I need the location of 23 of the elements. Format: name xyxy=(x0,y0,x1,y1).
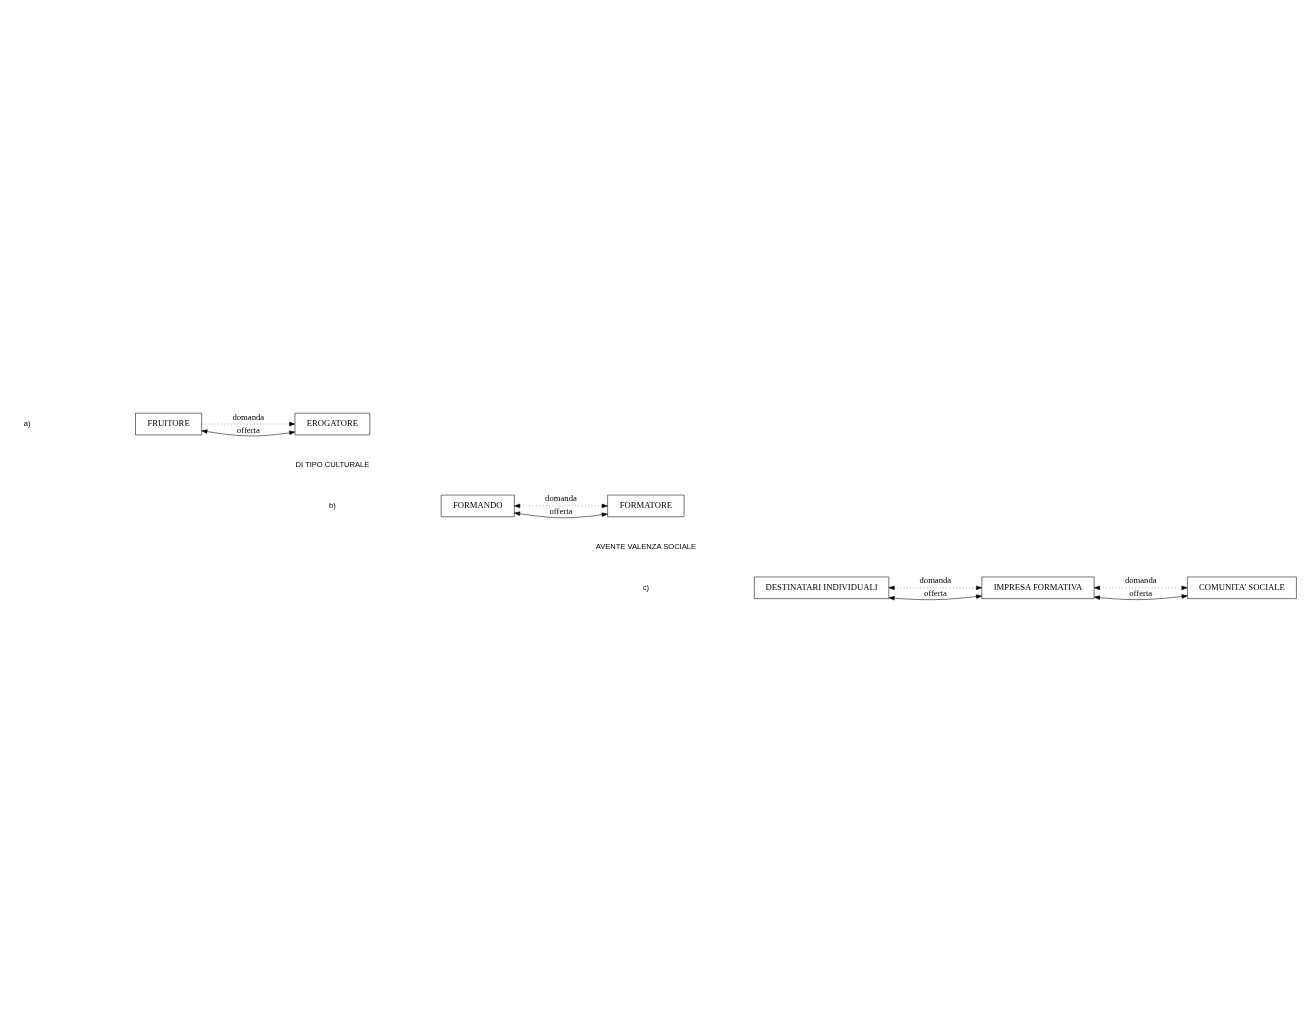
node-box: FRUITORE xyxy=(135,412,202,435)
edge-label: offerta xyxy=(236,424,260,435)
arrow xyxy=(1094,585,1188,590)
edge-label: domanda xyxy=(232,411,265,422)
arrow xyxy=(888,593,983,600)
node-box: DESTINATARI INDIVIDUALI xyxy=(754,576,890,599)
arrow xyxy=(201,421,296,426)
arrow xyxy=(888,585,983,590)
arrow xyxy=(514,511,608,518)
edge-label: offerta xyxy=(1129,587,1153,598)
edge-label: domanda xyxy=(545,492,577,503)
edge-label: domanda xyxy=(919,574,952,585)
node-box: COMUNITA’ SOCIALE xyxy=(1187,576,1297,599)
node-box: EROGATORE xyxy=(294,412,371,435)
arrow xyxy=(201,428,296,436)
edge-label: domanda xyxy=(1124,574,1157,585)
node-box: FORMATORE xyxy=(607,494,685,517)
node-box: FORMANDO xyxy=(440,494,515,517)
arrow xyxy=(514,503,608,508)
arrow xyxy=(1093,593,1188,600)
edge-label: offerta xyxy=(549,505,573,516)
node-box: IMPRESA FORMATIVA xyxy=(981,576,1095,599)
edge-label: offerta xyxy=(923,587,947,598)
